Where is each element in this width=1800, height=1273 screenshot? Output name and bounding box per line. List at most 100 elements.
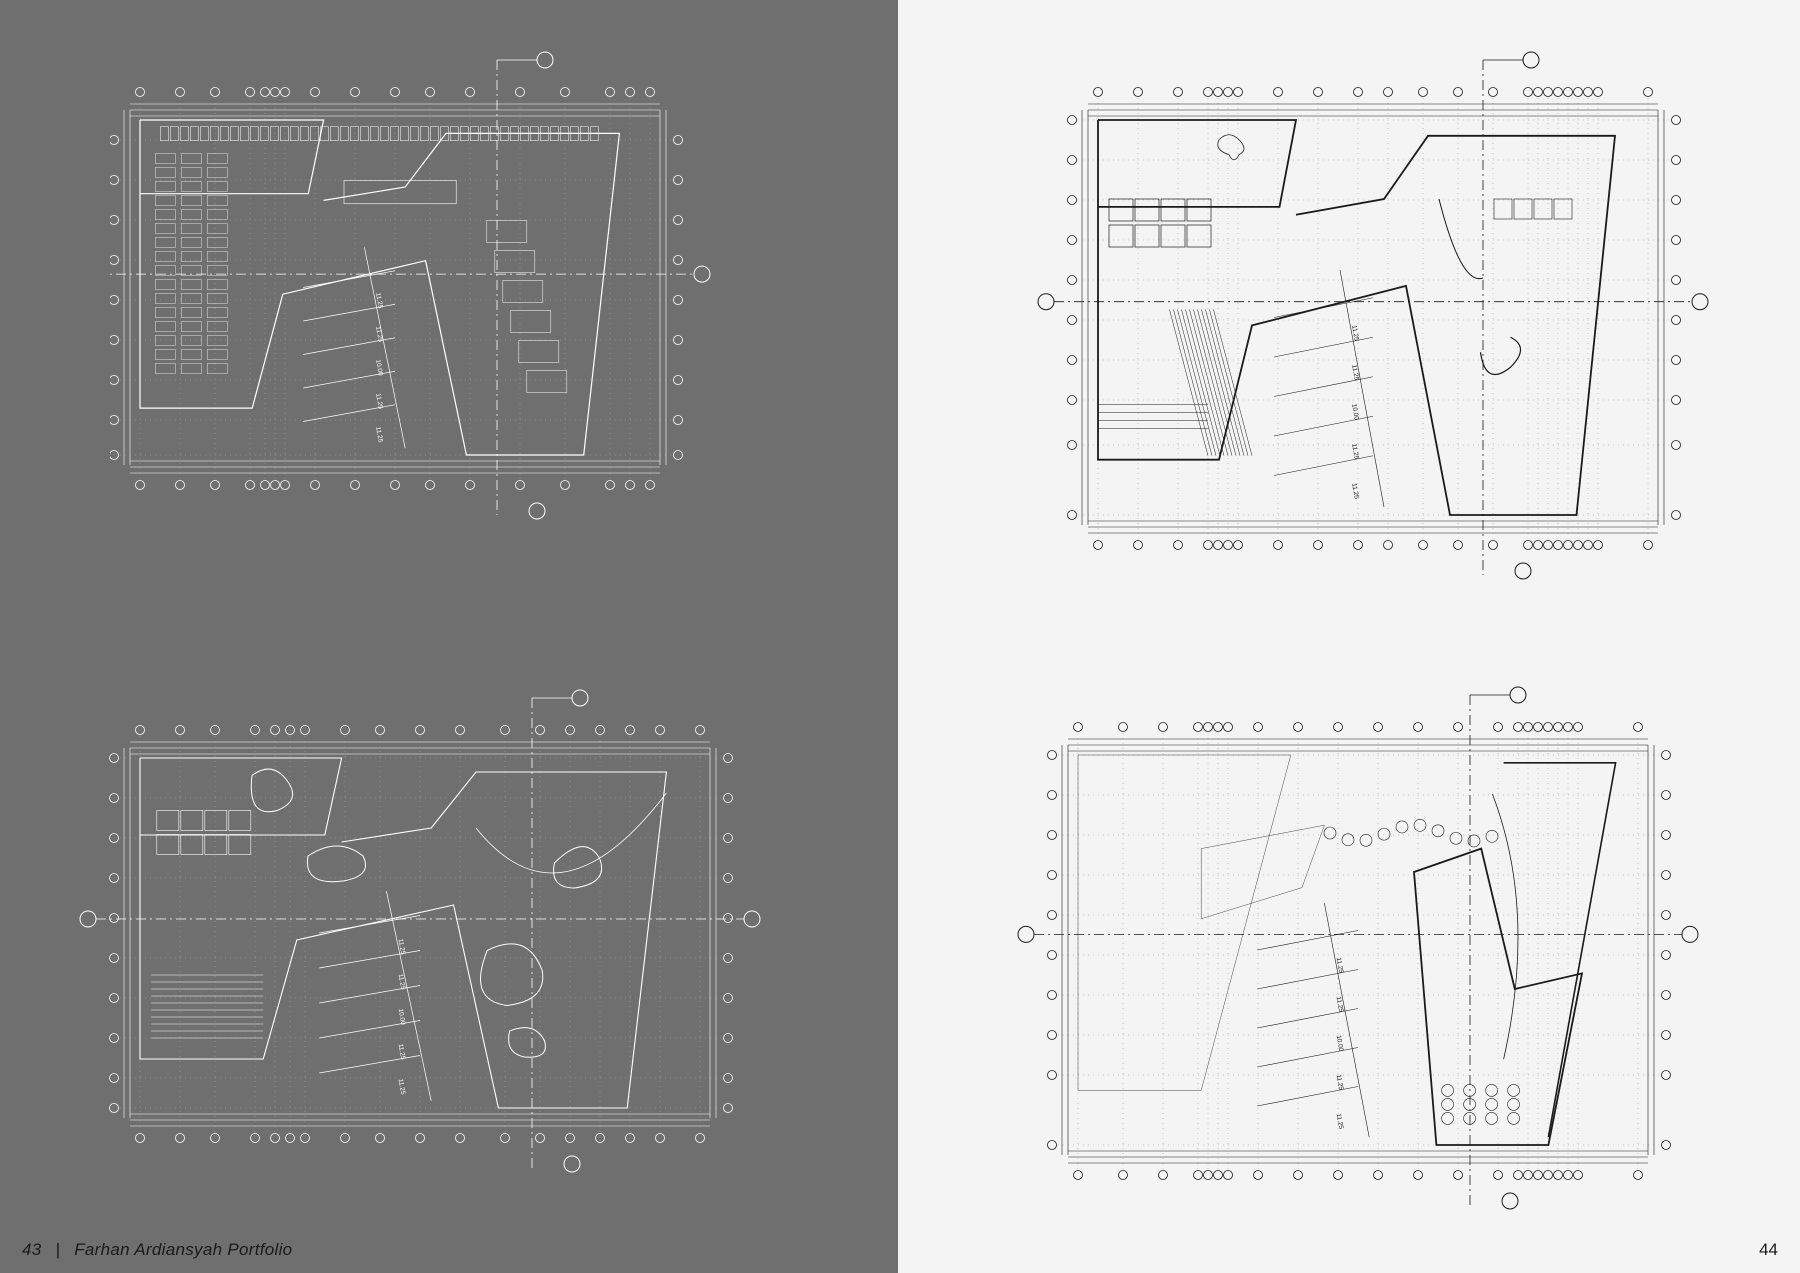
grid-bubble-top <box>1643 87 1653 97</box>
section-marker-circle <box>1501 1192 1519 1210</box>
dimension-label-total: 148.00 <box>1348 1163 1368 1170</box>
tiered-seating-line <box>1181 309 1221 456</box>
section-marker-label: A <box>577 693 583 703</box>
room <box>1134 224 1160 248</box>
ramp-line <box>1257 1008 1359 1029</box>
grid-bubble-top <box>625 725 635 735</box>
grid-bubble-right <box>723 873 733 883</box>
dimension-label-bottom: 69.50 <box>1182 527 1199 534</box>
dimension-label-bottom: 08.00 <box>387 461 404 468</box>
parking-stall <box>207 153 228 164</box>
decor-shape <box>1217 134 1245 161</box>
ramp-line <box>1273 336 1374 358</box>
grid-bubble-bottom <box>1453 540 1463 550</box>
grid-bubble-bottom <box>175 1133 185 1143</box>
dimension-label-bottom: 25.00 <box>533 461 550 468</box>
grid-bubble-top <box>605 87 615 97</box>
grid-bubble-bottom <box>1273 540 1283 550</box>
section-arrow <box>558 1159 564 1169</box>
landscape-tree <box>1323 826 1337 840</box>
parking-stall <box>181 181 202 192</box>
ramp-line <box>303 370 396 389</box>
ramp-edge <box>1324 903 1370 1138</box>
section-marker-label: B <box>1023 929 1029 939</box>
footer-left: 43|Farhan Ardiansyah Portfolio <box>22 1240 292 1260</box>
section-arrow <box>1708 297 1714 307</box>
grid-bubble-bottom <box>1133 540 1143 550</box>
room <box>180 834 204 855</box>
parking-stall <box>280 126 289 141</box>
section-arrow <box>1539 55 1545 65</box>
grid-bubble-top <box>415 725 425 735</box>
dimension-label-top: 15.00 <box>1270 745 1287 752</box>
dimension-label-right: 19.00 <box>1650 151 1657 168</box>
parking-stall <box>181 195 202 206</box>
dimension-label-top: 27.50 <box>1110 745 1127 752</box>
parking-stall <box>560 126 569 141</box>
landscape-blob <box>306 845 366 883</box>
grid-bubble-top <box>1553 87 1563 97</box>
section-marker-label: B <box>749 914 755 924</box>
parking-stall <box>460 126 469 141</box>
grid-bubble-top <box>1193 722 1203 732</box>
grid-bubble-top <box>175 87 185 97</box>
parking-stall <box>181 279 202 290</box>
grid-bubble-left <box>109 873 119 883</box>
grid-bubble-bottom <box>1543 1170 1553 1180</box>
grid-bubble-top <box>135 87 145 97</box>
parking-stall <box>480 126 489 141</box>
grid-bubble-right <box>1661 1140 1671 1150</box>
grid-bubble-top <box>1213 722 1223 732</box>
ghost-outline <box>1077 754 1292 1091</box>
grid-bubble-top <box>300 725 310 735</box>
section-marker-label: B <box>699 269 705 279</box>
ramp-dimension-label: 10.00 <box>374 359 384 377</box>
grid-bubble-right <box>1661 790 1671 800</box>
room <box>502 280 544 303</box>
grid-bubble-bottom <box>455 1133 465 1143</box>
dimension-label-right: 08.50 <box>652 279 659 296</box>
dimension-label-bottom: 69.50 <box>1163 1157 1180 1164</box>
grid-bubble-bottom <box>1573 540 1583 550</box>
landscape-tree <box>1431 824 1445 838</box>
section-marker-circle <box>1522 51 1540 69</box>
parking-stall <box>207 265 228 276</box>
grid-bubble-right <box>1671 355 1681 365</box>
grid-bubble-right <box>1671 235 1681 245</box>
dimension-label-bottom: 08.00 <box>1350 1151 1367 1158</box>
dimension-label-bottom: 32.00 <box>1129 521 1146 528</box>
dimension-label-bottom: 24.50 <box>492 1114 509 1121</box>
dimension-label-total: 148.00 <box>410 1126 430 1133</box>
building-outline <box>1503 762 1617 1138</box>
dimension-label-top: 08.00 <box>1365 104 1382 111</box>
dimension-label-left: 22.00 <box>1089 388 1096 405</box>
grid-bubble-left <box>1047 1140 1057 1150</box>
parking-stall <box>155 167 176 178</box>
right-page-number: 44 <box>1759 1240 1778 1259</box>
grid-bubble-top <box>695 725 705 735</box>
parking-stall <box>155 349 176 360</box>
grid-bubble-bottom <box>595 1133 605 1143</box>
grid-bubble-bottom <box>270 1133 280 1143</box>
grid-bubble-right <box>1661 830 1671 840</box>
grid-bubble-top <box>1203 722 1213 732</box>
section-arrow <box>1012 929 1018 939</box>
grid-bubble-right <box>723 793 733 803</box>
dimension-label-left: 22.00 <box>131 994 138 1011</box>
grid-bubble-bottom <box>1073 1170 1083 1180</box>
grid-bubble-top <box>535 725 545 735</box>
grid-bubble-right <box>1671 315 1681 325</box>
dimension-label-top: 27.50 <box>168 110 185 117</box>
dimension-label-total: 148.00 <box>1363 98 1383 105</box>
landscape-tree <box>1395 820 1409 834</box>
grid-bubble-top <box>375 725 385 735</box>
grid-bubble-right <box>673 215 683 225</box>
section-marker-circle <box>1017 925 1035 943</box>
grid-bubble-right <box>673 375 683 385</box>
ramp-dimension-label: 11.25 <box>1335 996 1345 1013</box>
parking-stall <box>220 126 229 141</box>
grid-bubble-left <box>109 1073 119 1083</box>
parking-stall <box>370 126 379 141</box>
